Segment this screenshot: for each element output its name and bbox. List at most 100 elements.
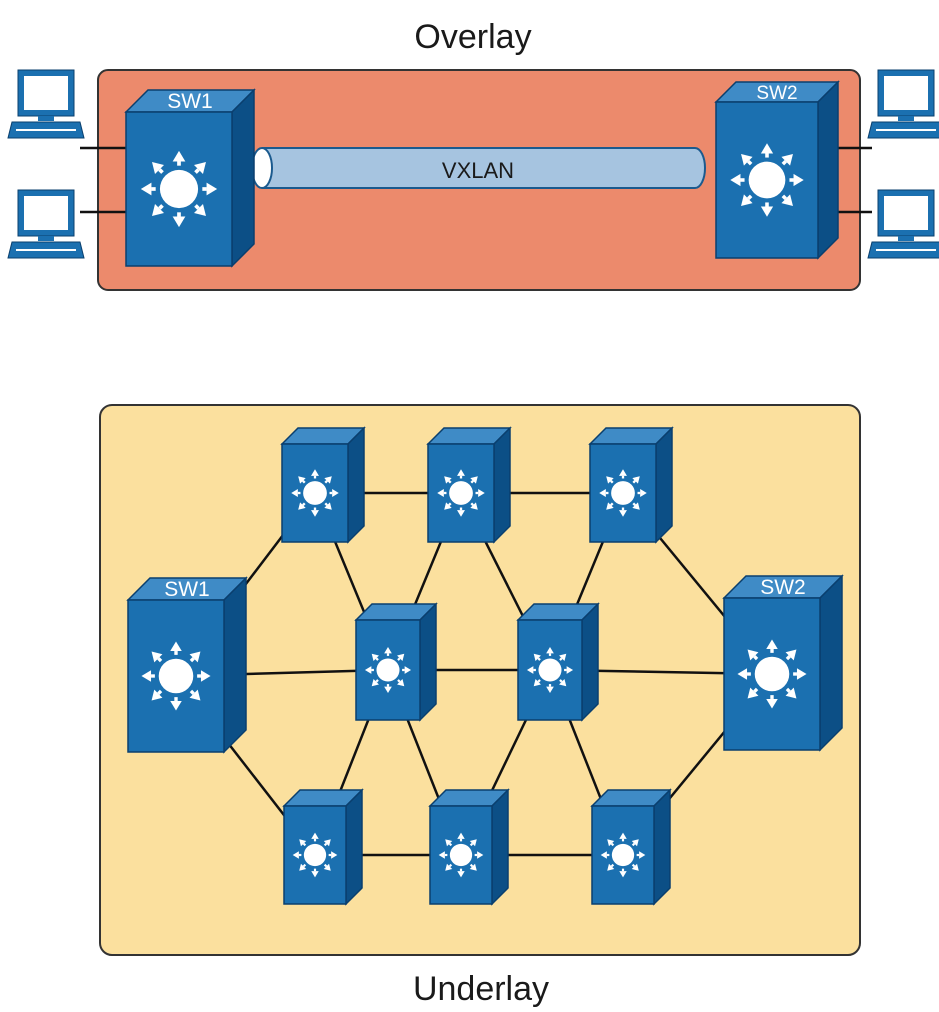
arrow-shaft: [610, 502, 614, 506]
underlay-switch-bot-3: [590, 788, 672, 906]
arrow-head: [170, 700, 182, 711]
arrow-shaft: [194, 204, 200, 210]
underlay-switch-top-1: [280, 426, 366, 544]
arrow-head: [311, 510, 319, 517]
arrow-head: [546, 686, 554, 694]
layer3-switch-icon: [437, 469, 485, 517]
arrow-head: [566, 666, 574, 674]
arrow-shaft: [537, 679, 541, 683]
arrow-head: [444, 502, 452, 510]
overlay-host-1: [7, 69, 85, 139]
arrow-head: [384, 686, 392, 694]
arrow-head: [559, 679, 567, 687]
arrow-shaft: [323, 842, 328, 847]
switch-center-circle: [158, 658, 194, 694]
layer3-switch-icon: [438, 832, 484, 878]
arrow-head: [324, 476, 332, 484]
arrow-shaft: [785, 655, 791, 661]
arrow-shaft: [375, 679, 379, 683]
arrow-head: [619, 510, 627, 517]
arrow-shaft: [397, 679, 401, 683]
arrow-head: [170, 641, 182, 652]
arrow-head: [619, 469, 627, 476]
arrow-head: [371, 679, 379, 687]
arrow-shaft: [375, 657, 379, 661]
workstation-icon: [867, 189, 939, 259]
arrow-head: [397, 679, 405, 687]
monitor-screen: [24, 196, 68, 230]
arrow-head: [438, 851, 445, 859]
underlay-switch-bot-2: [428, 788, 510, 906]
arrow-head: [364, 666, 372, 674]
arrow-shaft: [324, 480, 328, 484]
arrow-head: [151, 651, 163, 663]
underlay-switch-mid-2: [516, 602, 600, 722]
switch-label: SW1: [164, 578, 210, 601]
arrow-shaft: [158, 168, 164, 174]
arrow-head: [470, 502, 478, 510]
arrow-shaft: [323, 863, 328, 868]
arrow-shaft: [469, 842, 474, 847]
arrow-shaft: [631, 842, 636, 847]
switch-label: SW2: [756, 83, 797, 104]
monitor-neck: [38, 236, 54, 241]
overlay-host-2: [7, 189, 85, 259]
layer3-switch-icon: [730, 143, 804, 217]
arrow-shaft: [785, 687, 791, 693]
arrow-shaft: [302, 863, 307, 868]
arrow-head: [747, 649, 759, 661]
arrow-head: [737, 668, 748, 680]
arrow-head: [437, 489, 444, 497]
underlay-switch-mid-1: [354, 602, 438, 722]
arrow-head: [311, 871, 319, 878]
arrow-shaft: [397, 657, 401, 661]
switch-center-circle: [449, 843, 473, 867]
switch-side-face: [419, 602, 437, 722]
arrow-head: [741, 154, 753, 166]
arrow-head: [533, 679, 541, 687]
arrow-shaft: [448, 480, 452, 484]
arrow-head: [445, 839, 453, 847]
arrow-head: [445, 863, 453, 871]
tunnel-mouth: [251, 147, 273, 189]
switch-center-circle: [748, 161, 786, 199]
arrow-head: [469, 863, 477, 871]
layer3-switch-icon: [364, 646, 412, 694]
switch-label: SW1: [167, 90, 213, 113]
arrow-shaft: [157, 657, 163, 663]
layer3-switch-icon: [600, 832, 646, 878]
arrow-head: [457, 871, 465, 878]
arrow-head: [324, 502, 332, 510]
arrow-shaft: [448, 863, 453, 868]
arrow-shaft: [448, 842, 453, 847]
switch-side-face: [347, 426, 365, 544]
underlay-switch-top-3: [588, 426, 674, 544]
arrow-head: [546, 646, 554, 654]
arrow-head: [193, 162, 206, 175]
arrow-head: [631, 863, 639, 871]
switch-side-face: [653, 788, 671, 906]
underlay-switch-sw2: SW2: [722, 574, 844, 752]
arrow-shaft: [781, 159, 788, 166]
switch-center-circle: [376, 658, 400, 682]
arrow-head: [189, 689, 201, 701]
arrow-head: [457, 832, 465, 839]
switch-center-circle: [611, 843, 635, 867]
arrow-head: [444, 476, 452, 484]
arrow-head: [384, 646, 392, 654]
arrow-head: [766, 639, 778, 650]
arrow-head: [172, 150, 186, 162]
arrow-shaft: [448, 502, 452, 506]
arrow-shaft: [610, 842, 615, 847]
overlay-switch-sw2: SW2: [714, 80, 840, 260]
arrow-shaft: [470, 502, 474, 506]
arrow-shaft: [189, 689, 195, 695]
arrow-head: [469, 839, 477, 847]
layer3-switch-icon: [140, 150, 218, 228]
arrow-shaft: [157, 689, 163, 695]
switch-center-circle: [303, 843, 327, 867]
arrow-head: [760, 143, 774, 154]
arrow-head: [559, 653, 567, 661]
arrow-head: [793, 173, 804, 187]
